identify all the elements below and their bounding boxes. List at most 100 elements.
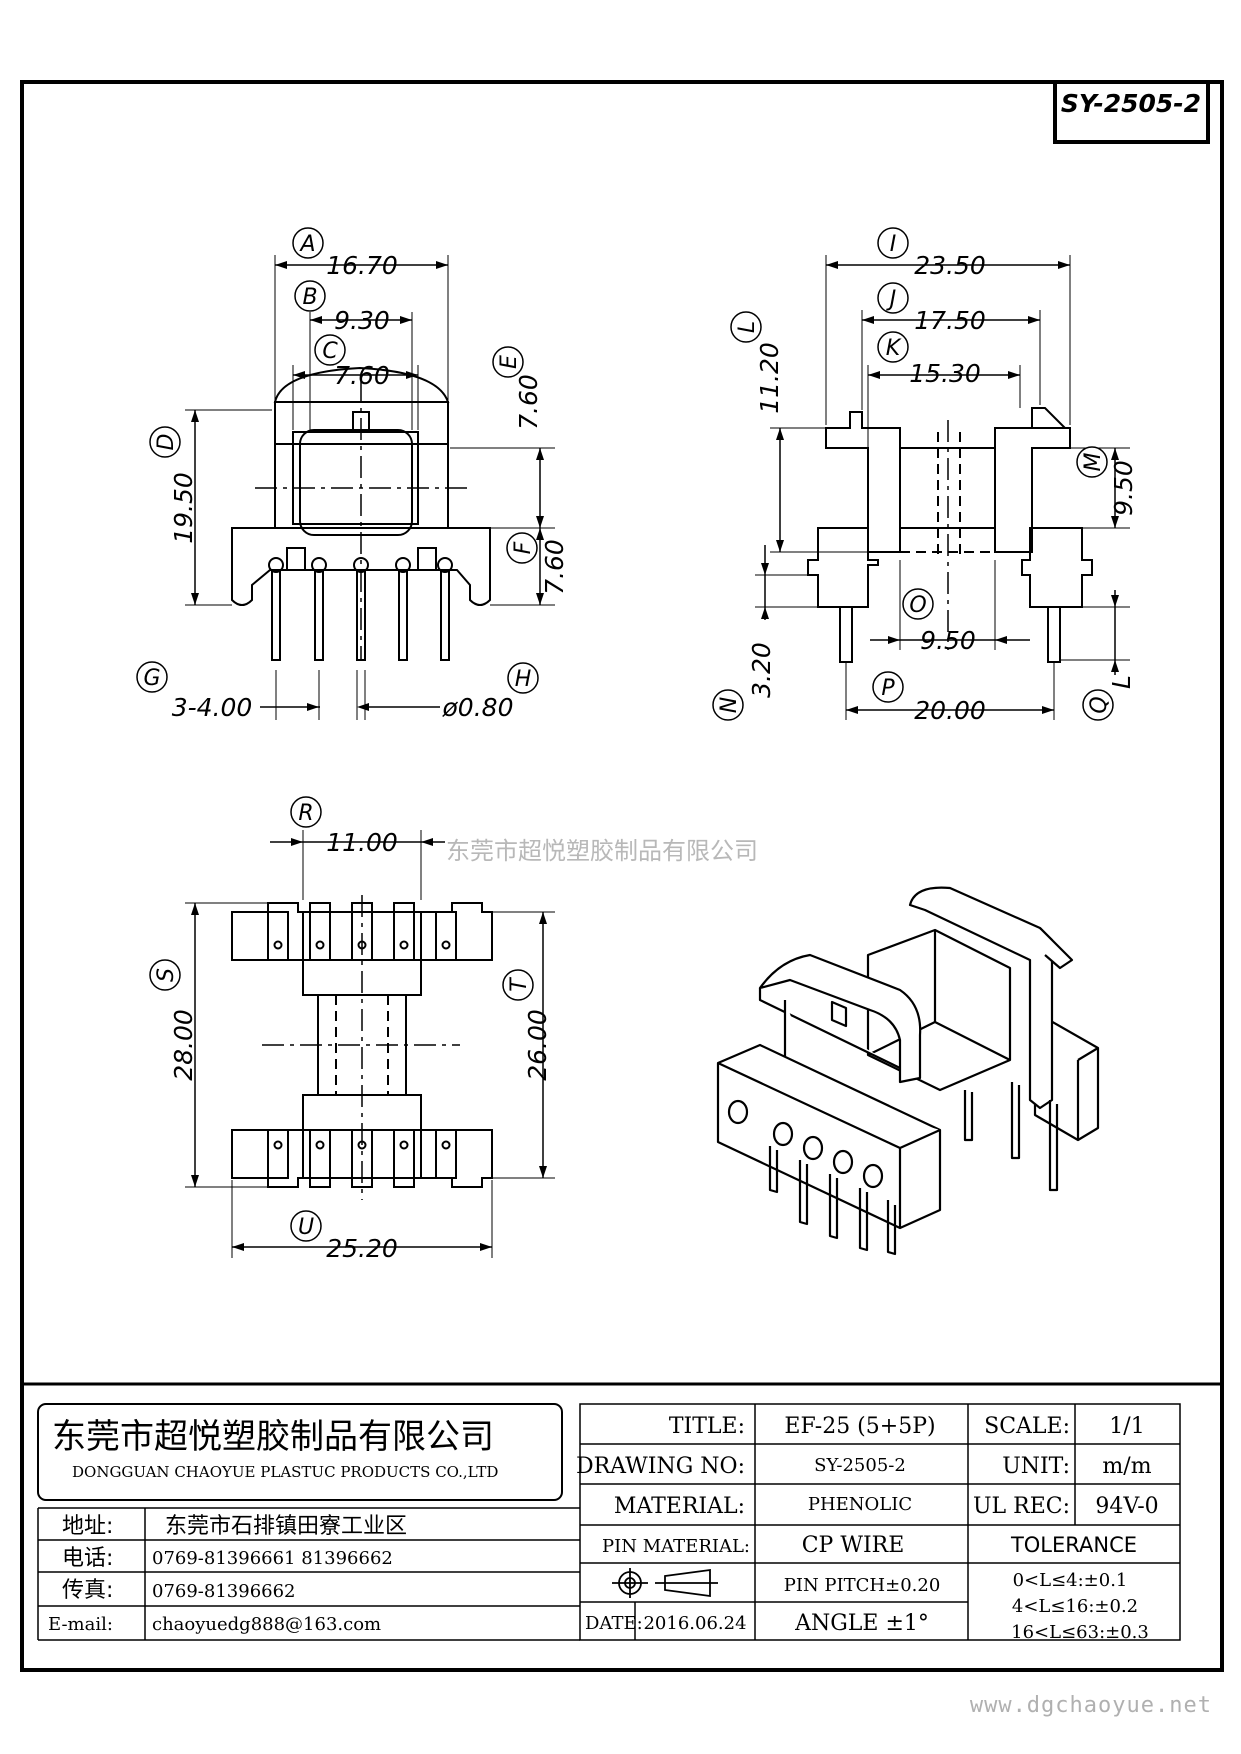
callout-M-letter: M [1081,452,1106,471]
callout-U-marker [290,1210,322,1242]
address-value: 东莞市石排镇田寮工业区 [165,1514,407,1539]
callout-N-marker [712,689,744,721]
callout-Q-letter: Q [1087,696,1112,713]
drawing-no-value: SY-2505-2 [814,1455,906,1476]
callout-F-letter: F [511,541,536,554]
unit-label: UNIT: [1002,1454,1070,1479]
callout-Q-marker [1082,689,1114,721]
dim-P-value: 20.00 [914,696,986,725]
angle-value: ANGLE ±1° [794,1611,929,1636]
iso-front-pins [727,1099,897,1256]
callout-T-marker [502,969,534,1001]
callout-S-letter: S [154,968,179,982]
callout-D-marker [149,426,181,458]
watermark-text: 东莞市超悦塑胶制品有限公司 [446,837,758,865]
callout-R-letter: R [298,801,313,826]
front-view [185,255,555,720]
callout-T-letter: T [507,977,532,992]
bottom-arrows [191,838,547,1251]
callout-S-marker [149,959,181,991]
bottom-callouts: R 11.00 S 28.00 T 26.00 U 25.20 [149,796,552,1263]
scale-value: 1/1 [1109,1414,1144,1439]
email-label: E-mail: [48,1614,113,1635]
dim-M-value: 9.50 [1109,460,1138,516]
pin-material-label: PIN MATERIAL: [602,1536,750,1557]
dim-I-value: 23.50 [914,251,986,280]
ul-rec-label: UL REC: [973,1494,1070,1519]
dim-G-value: 3-4.00 [172,693,253,722]
title-value: EF-25 (5+5P) [784,1414,935,1439]
callout-R-marker [290,796,322,828]
date-value: 2016.06.24 [643,1613,746,1634]
callout-B-letter: B [302,285,317,310]
site-url: www.dgchaoyue.net [970,1693,1212,1718]
dim-H-value: ø0.80 [442,693,514,722]
dim-F-value: 7.60 [540,539,569,595]
isometric-view [716,886,1100,1256]
callout-B-marker [294,280,326,312]
company-name-en: DONGGUAN CHAOYUE PLASTUC PRODUCTS CO.,LT… [72,1463,498,1481]
dim-Q-value: L [1107,675,1136,689]
dim-U-value: 25.20 [326,1234,398,1263]
dim-C-value: 7.60 [334,361,390,390]
drawing-code-box: SY-2505-2 [1053,80,1210,144]
fax-label: 传真: [62,1578,113,1603]
tolerance-line-1: 0<L≤4:±0.1 [1013,1570,1128,1591]
callout-H-letter: H [515,667,532,692]
material-value: PHENOLIC [808,1494,912,1515]
callout-L-letter: L [735,321,760,333]
dim-D-value: 19.50 [169,472,198,544]
callout-O-letter: O [909,593,926,618]
callout-E-marker [492,346,524,378]
drawing-no-label: DRAWING NO: [576,1454,745,1479]
callout-C-marker [314,334,346,366]
front-callouts: A 16.70 B 9.30 C 7.60 D 19.50 E 7.60 F 7… [136,227,569,722]
callout-G-marker [136,661,168,693]
dim-A-value: 16.70 [326,251,398,280]
email-value: chaoyuedg888@163.com [152,1614,381,1635]
front-pins [268,557,453,661]
phone-value: 0769-81396661 81396662 [152,1548,393,1569]
dim-L-value: 11.20 [755,342,784,414]
fax-value: 0769-81396662 [152,1581,296,1602]
callout-D-letter: D [154,434,179,451]
callout-N-letter: N [717,697,742,713]
callout-J-marker [877,282,909,314]
callout-U-letter: U [298,1215,314,1240]
tolerance-line-2: 4<L≤16:±0.2 [1012,1596,1138,1617]
dim-E-value: 7.60 [514,374,543,430]
material-label: MATERIAL: [614,1494,745,1519]
drawing-code: SY-2505-2 [1061,89,1201,118]
ul-rec-value: 94V-0 [1095,1494,1158,1519]
callout-I-letter: I [890,232,897,257]
callout-H-marker [507,662,539,694]
phone-label: 电话: [62,1546,113,1571]
address-label: 地址: [62,1514,113,1539]
tolerance-line-3: 16<L≤63:±0.3 [1011,1622,1149,1643]
callout-K-marker [877,331,909,363]
title-label: TITLE: [669,1414,745,1439]
scale-label: SCALE: [984,1414,1070,1439]
callout-K-letter: K [886,336,902,361]
callout-I-marker [877,227,909,259]
bottom-view [185,830,555,1258]
pin-pitch: PIN PITCH±0.20 [784,1575,941,1596]
dim-T-value: 26.00 [523,1009,552,1081]
side-callouts: I 23.50 J 17.50 K 15.30 L 11.20 M 9.50 N… [712,227,1138,725]
date-label: DATE: [585,1613,643,1634]
callout-G-letter: G [143,666,160,691]
callout-C-letter: C [322,339,338,364]
callout-J-letter: J [886,287,897,312]
tolerance-label: TOLERANCE [1010,1533,1137,1557]
callout-A-letter: A [298,232,315,257]
dim-R-value: 11.00 [326,828,398,857]
front-arrows [191,261,544,711]
callout-E-letter: E [497,355,522,369]
pin-material-value: CP WIRE [802,1533,905,1558]
dim-J-value: 17.50 [914,306,986,335]
title-block [20,1382,1224,1672]
dim-K-value: 15.30 [909,359,981,388]
callout-M-marker [1076,446,1108,478]
callout-O-marker [902,588,934,620]
